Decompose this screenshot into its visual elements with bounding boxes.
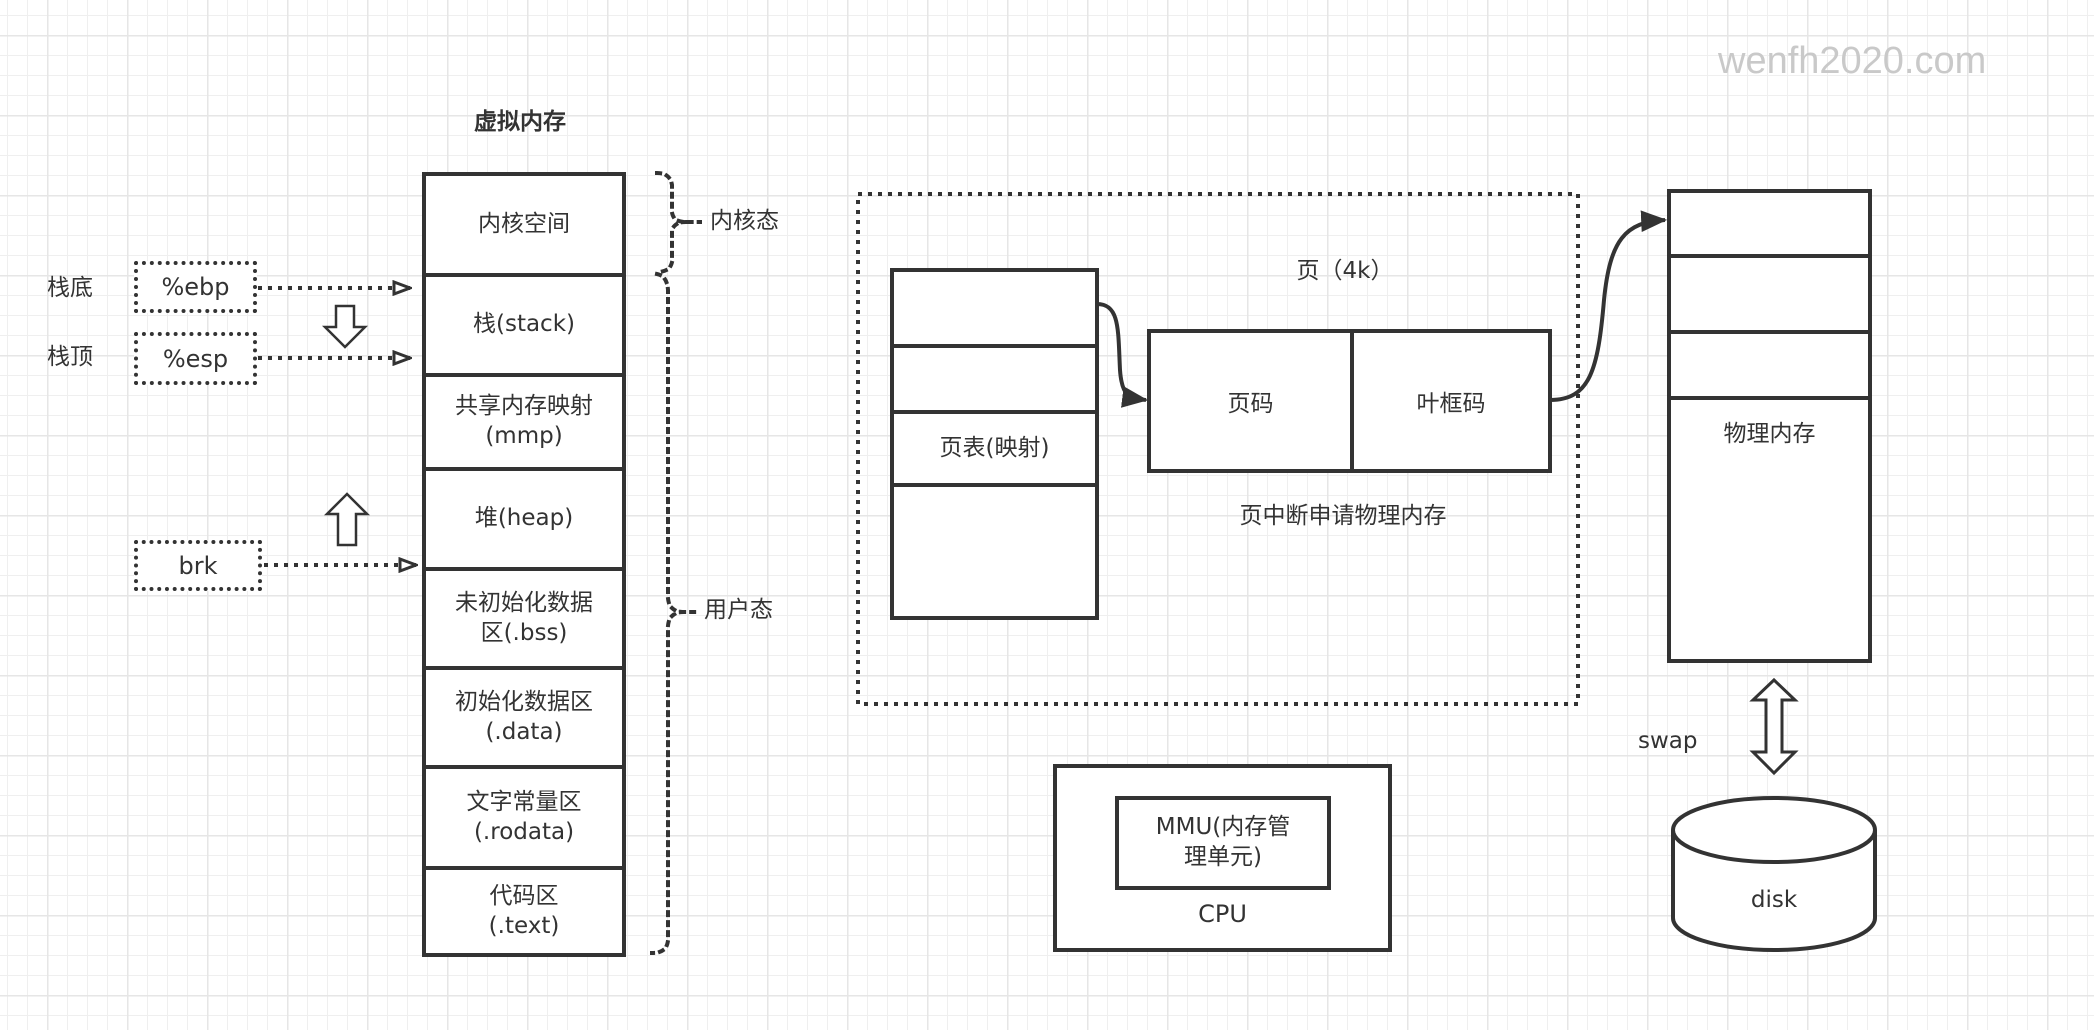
esp-register-box[interactable]: %esp [134, 332, 257, 385]
physical-memory-frame[interactable] [1671, 334, 1868, 400]
user-mode-label: 用户态 [704, 597, 773, 623]
vm-segment-kernel-space[interactable]: 内核空间 [426, 176, 622, 277]
watermark: wenfh2020.com [1718, 40, 1987, 82]
page-table-to-page-arrow [1096, 302, 1149, 408]
ebp-register-box[interactable]: %ebp [134, 261, 257, 313]
stack-top-label: 栈顶 [47, 344, 93, 370]
cpu-box: MMU(内存管 理单元) CPU [1053, 764, 1392, 952]
virtual-memory-title: 虚拟内存 [474, 109, 566, 135]
cpu-label: CPU [1198, 900, 1247, 928]
kernel-mode-brace [654, 170, 702, 275]
physical-memory-frame[interactable] [1671, 193, 1868, 258]
page-table-entry[interactable]: 页表(映射) [894, 414, 1095, 487]
disk-label: disk [1750, 887, 1798, 913]
swap-label: swap [1638, 728, 1698, 754]
physical-memory-column: 物理内存 [1667, 189, 1872, 663]
stack-grow-down-icon [321, 304, 369, 349]
physical-memory-remaining[interactable]: 物理内存 [1723, 421, 1816, 447]
vm-segment-bss[interactable]: 未初始化数据区(.bss) [426, 571, 622, 670]
page-table: 页表(映射) [890, 268, 1099, 620]
brk-pointer-box[interactable]: brk [134, 540, 262, 591]
user-mode-brace [649, 271, 698, 956]
virtual-memory-column: 内核空间 栈(stack) 共享内存映射(mmp) 堆(heap) 未初始化数据… [422, 172, 626, 957]
vm-segment-stack[interactable]: 栈(stack) [426, 277, 622, 377]
frame-number-cell[interactable]: 叶框码 [1416, 391, 1486, 417]
frame-to-physical-memory-arrow [1549, 210, 1668, 402]
page-fault-label: 页中断申请物理内存 [1239, 503, 1447, 529]
page-table-entry[interactable] [894, 487, 1095, 616]
page-size-title: 页（4k） [1296, 258, 1394, 284]
vm-segment-mmap[interactable]: 共享内存映射(mmp) [426, 377, 622, 471]
swap-double-arrow-icon [1749, 677, 1799, 776]
kernel-mode-label: 内核态 [710, 208, 779, 234]
vm-segment-text[interactable]: 代码区(.text) [488, 882, 560, 939]
stack-bottom-label: 栈底 [47, 275, 93, 301]
page-number-cell[interactable]: 页码 [1151, 333, 1354, 469]
disk-cylinder[interactable] [1671, 796, 1877, 952]
vm-segment-heap[interactable]: 堆(heap) [426, 471, 622, 571]
page-table-entry[interactable] [894, 272, 1095, 348]
vm-segment-data[interactable]: 初始化数据区(.data) [426, 670, 622, 769]
physical-memory-frame[interactable] [1671, 258, 1868, 334]
paging-region-border [856, 192, 1580, 706]
vm-segment-rodata[interactable]: 文字常量区(.rodata) [426, 769, 622, 870]
page-table-entry[interactable] [894, 348, 1095, 414]
heap-grow-up-icon [323, 492, 371, 547]
mmu-box[interactable]: MMU(内存管 理单元) [1115, 796, 1331, 890]
page-entry-box: 页码 叶框码 [1147, 329, 1552, 473]
